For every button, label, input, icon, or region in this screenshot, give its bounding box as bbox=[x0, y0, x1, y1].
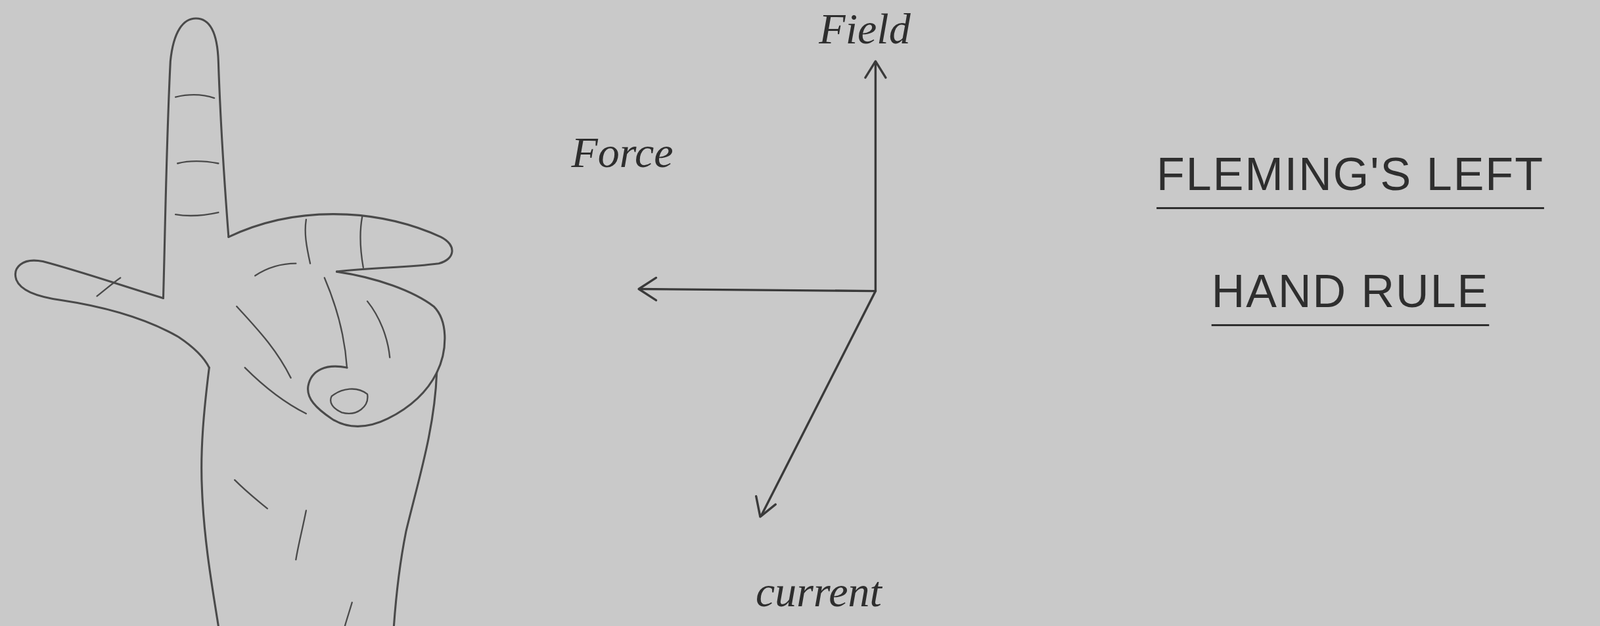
finger-crease bbox=[324, 277, 390, 368]
arrowhead bbox=[638, 277, 656, 300]
arrowhead bbox=[865, 61, 886, 78]
index-finger bbox=[162, 18, 229, 299]
field-arrow bbox=[874, 63, 877, 291]
palm-outline bbox=[201, 367, 219, 626]
axis-label: Field bbox=[818, 5, 911, 54]
thumb-crease bbox=[97, 277, 121, 296]
palm-outline bbox=[393, 372, 437, 626]
arrowhead bbox=[756, 496, 777, 517]
palm-line bbox=[234, 306, 353, 626]
title: FLEMING'S LEFT HAND RULE bbox=[1110, 115, 1591, 350]
thumb bbox=[15, 260, 209, 368]
current-arrow bbox=[760, 291, 876, 516]
axis-label: Force bbox=[571, 128, 673, 177]
finger-crease bbox=[305, 216, 364, 268]
palm-line bbox=[254, 263, 296, 276]
axis-label: current bbox=[755, 567, 882, 616]
curled-finger bbox=[308, 271, 445, 426]
fingernail bbox=[330, 388, 368, 414]
finger-crease bbox=[175, 94, 219, 216]
middle-finger bbox=[228, 214, 453, 272]
force-arrow bbox=[640, 289, 876, 292]
